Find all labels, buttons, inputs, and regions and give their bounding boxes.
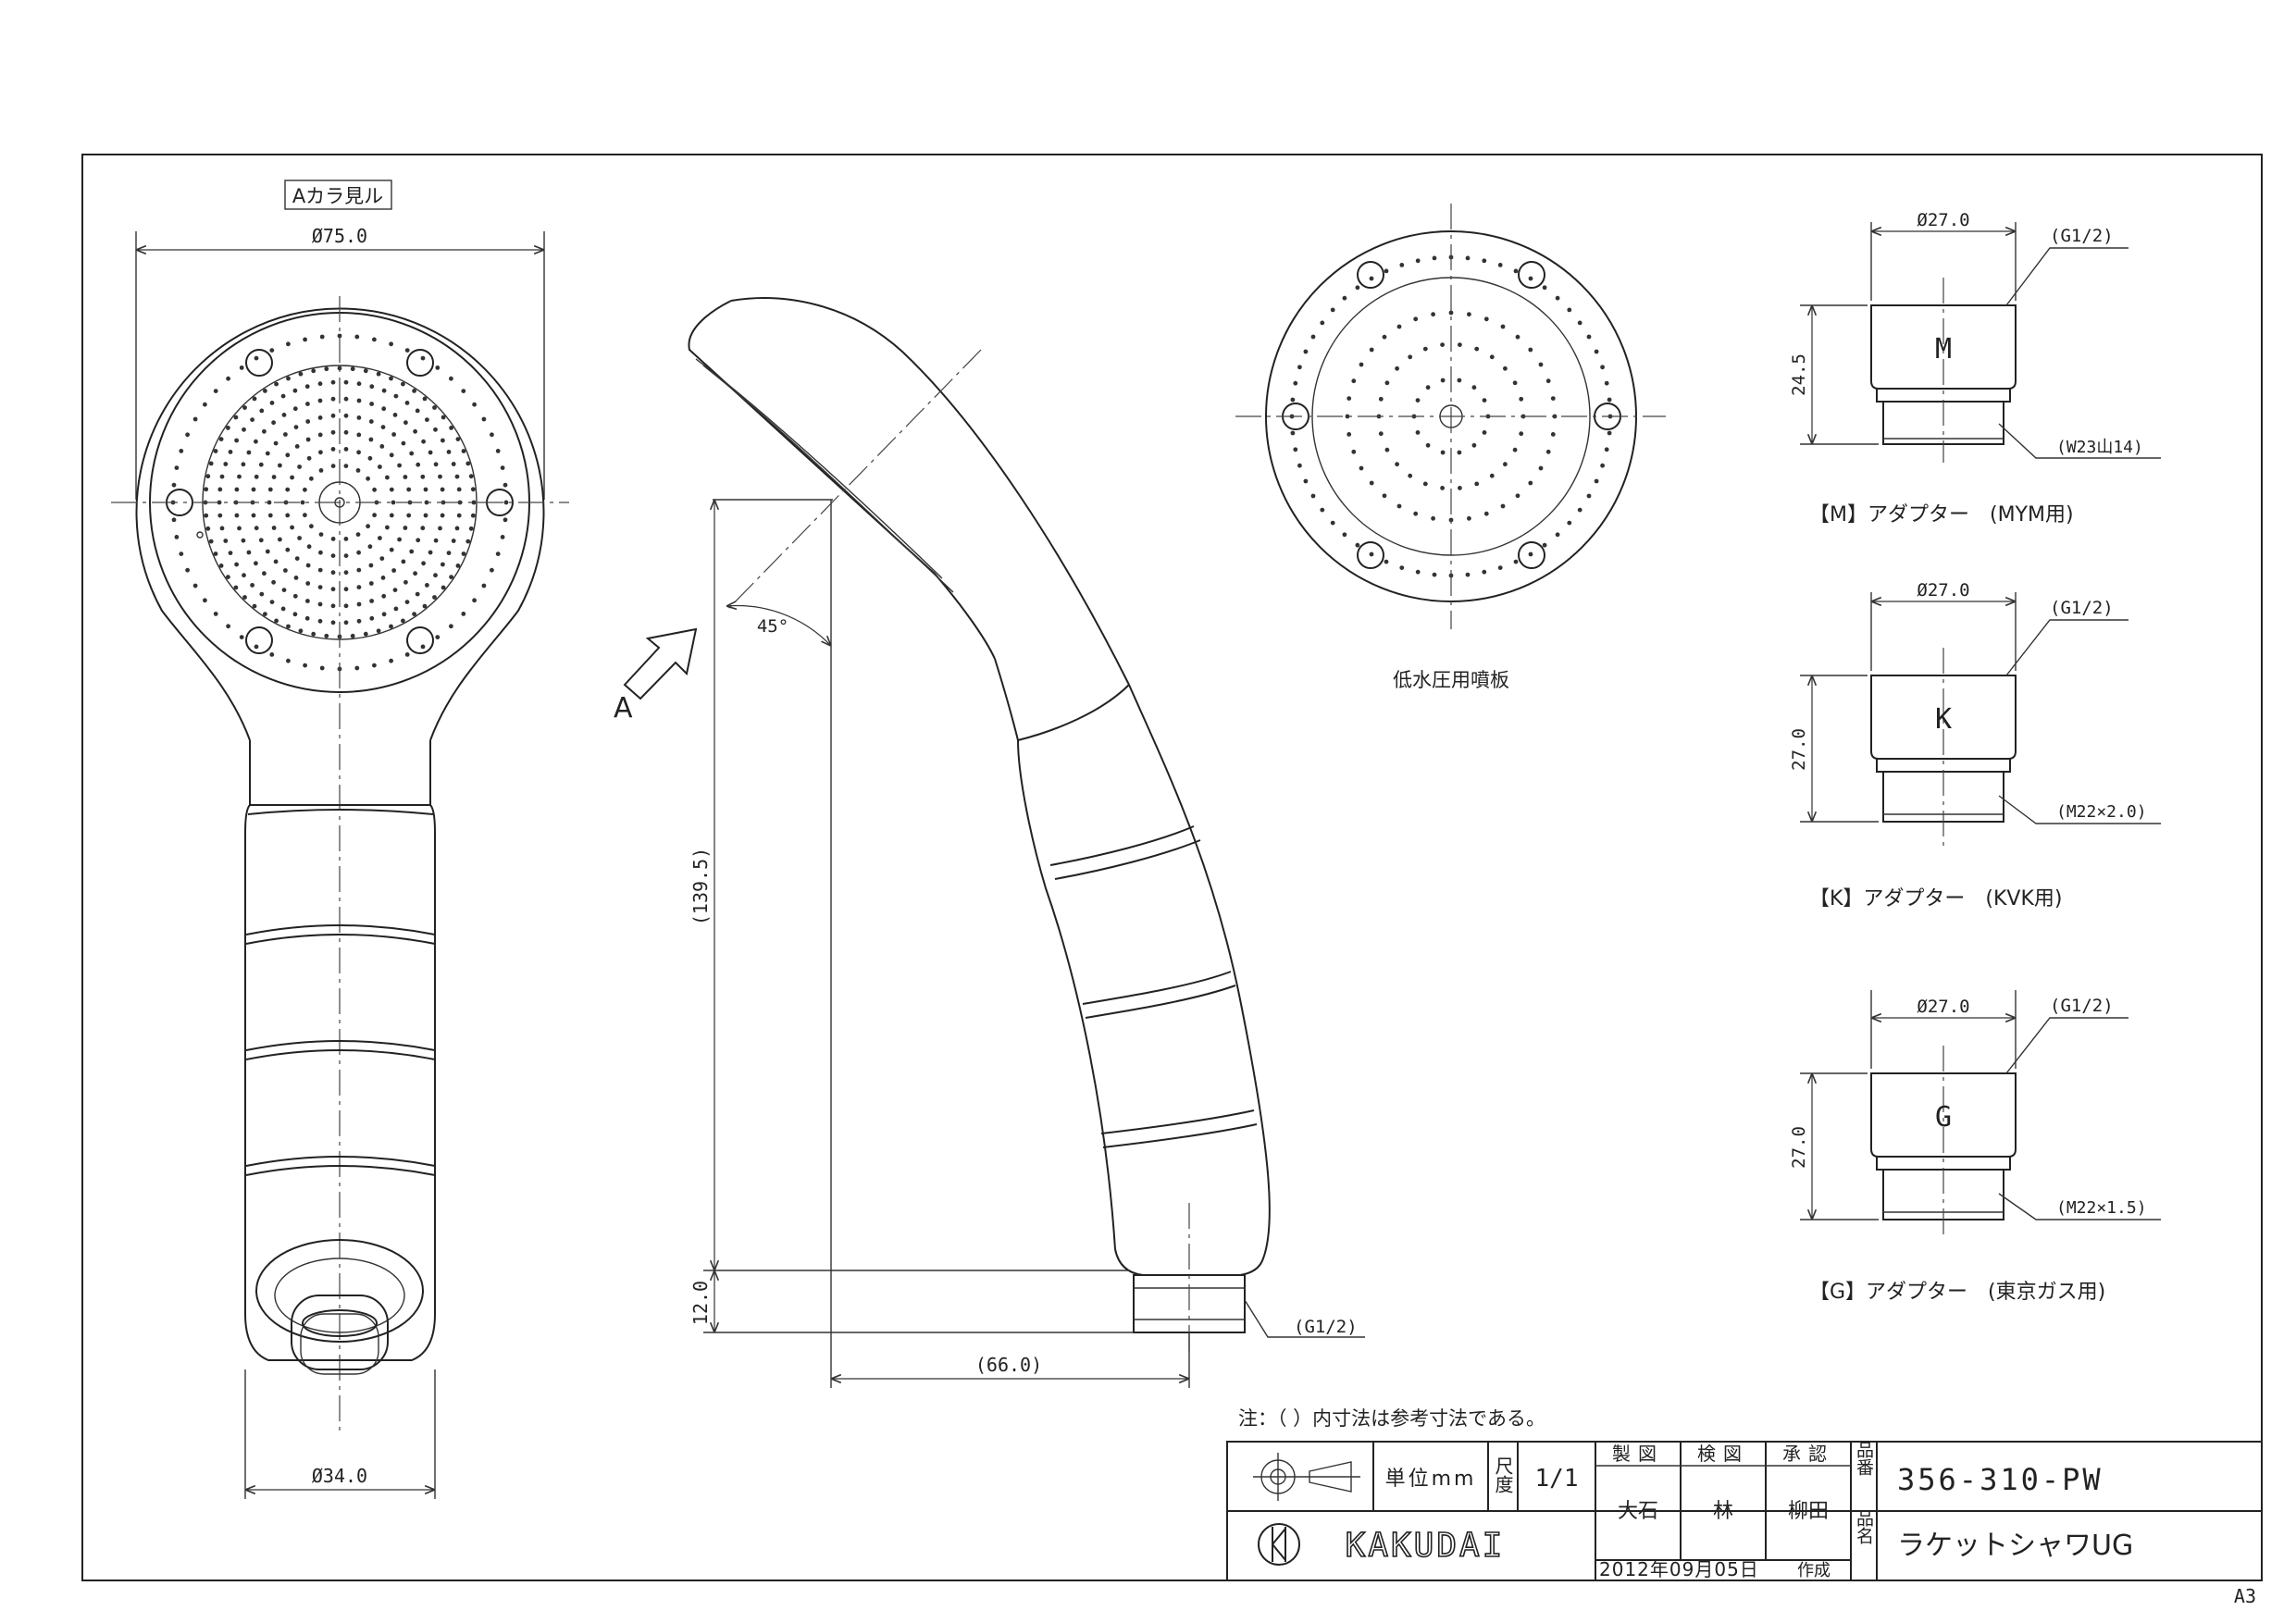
plate-view: 低水圧用噴板 bbox=[1235, 204, 1666, 691]
front-view: Aカラ見ル Ø75.0 bbox=[111, 180, 569, 1499]
kakudai-logo: KAKUDAI bbox=[1258, 1523, 1506, 1566]
part-number-label: 品番 bbox=[1854, 1441, 1874, 1476]
adapter-bottom-thread: (W23山14) bbox=[2056, 438, 2143, 457]
unit-label: 単位mm bbox=[1385, 1468, 1477, 1491]
adapter-diameter: Ø27.0 bbox=[1917, 997, 1969, 1017]
drawn-by: 大石 bbox=[1618, 1500, 1658, 1523]
approved-by: 柳田 bbox=[1788, 1500, 1829, 1523]
adapter-bottom-thread: (M22×2.0) bbox=[2056, 802, 2147, 822]
adapter-diameter: Ø27.0 bbox=[1917, 210, 1969, 230]
scale-label: 尺度 bbox=[1492, 1456, 1514, 1493]
plate-caption: 低水圧用噴板 bbox=[1393, 669, 1509, 691]
product-name-label: 品名 bbox=[1854, 1509, 1874, 1544]
width-dim: Ø75.0 bbox=[312, 225, 367, 247]
projection-symbol-icon bbox=[1253, 1453, 1360, 1501]
drawing-date: 2012年09月05日 bbox=[1599, 1558, 1759, 1580]
grip-dim: Ø34.0 bbox=[312, 1465, 367, 1487]
adapter-diameter: Ø27.0 bbox=[1917, 580, 1969, 601]
adapter-caption: 【M】アダプター (MYM用) bbox=[1809, 503, 2074, 527]
connector-dim: 12.0 bbox=[689, 1281, 712, 1325]
drawing-frame bbox=[81, 154, 2263, 1581]
drawn-label: 製図 bbox=[1612, 1443, 1664, 1465]
company-name: KAKUDAI bbox=[1346, 1527, 1506, 1565]
adapter-k: K Ø27.0 27.0 (G1/2) (M22×2.0) 【K】アダプター (… bbox=[1789, 580, 2161, 911]
adapter-g: G Ø27.0 27.0 (G1/2) (M22×1.5) 【G】アダプター (… bbox=[1789, 990, 2161, 1304]
view-arrow-label: A bbox=[614, 692, 633, 725]
adapter-top-thread: (G1/2) bbox=[2050, 598, 2114, 618]
adapter-caption: 【K】アダプター (KVK用) bbox=[1809, 887, 2063, 911]
reach-dim: (66.0) bbox=[975, 1354, 1042, 1376]
adapter-letter: M bbox=[1935, 333, 1952, 365]
height-dim: (139.5) bbox=[689, 848, 712, 925]
adapter-height: 24.5 bbox=[1789, 353, 1809, 396]
checked-by: 林 bbox=[1713, 1500, 1733, 1523]
adapter-top-thread: (G1/2) bbox=[2050, 226, 2114, 246]
scale-value: 1/1 bbox=[1535, 1465, 1579, 1493]
adapter-height: 27.0 bbox=[1789, 728, 1809, 771]
part-number: 356-310-PW bbox=[1897, 1462, 2104, 1497]
adapter-top-thread: (G1/2) bbox=[2050, 996, 2114, 1016]
checked-label: 検図 bbox=[1697, 1443, 1749, 1465]
angle-dim: 45° bbox=[757, 616, 788, 637]
adapter-bottom-thread: (M22×1.5) bbox=[2056, 1198, 2147, 1218]
adapter-caption: 【G】アダプター (東京ガス用) bbox=[1809, 1281, 2105, 1304]
side-thread: (G1/2) bbox=[1294, 1317, 1358, 1337]
paper-size: A3 bbox=[2234, 1585, 2256, 1607]
product-name: ラケットシャワUG bbox=[1897, 1530, 2133, 1562]
approved-label: 承認 bbox=[1782, 1443, 1834, 1465]
adapter-letter: K bbox=[1935, 703, 1952, 736]
side-view: (139.5) 12.0 (66.0) 45° A (G1/2) bbox=[614, 297, 1365, 1388]
title-block: 単位mm 尺度 1/1 製図 検図 承認 大石 林 柳田 品番 356-310-… bbox=[1226, 1441, 2263, 1581]
adapter-m: M Ø27.0 24.5 (G1/2) (W23山14) 【M】アダプター (M… bbox=[1789, 210, 2161, 527]
dimension-note: 注：（ ）内寸法は参考寸法である。 bbox=[1238, 1407, 1545, 1430]
adapter-letter: G bbox=[1935, 1101, 1952, 1134]
view-label: Aカラ見ル bbox=[292, 185, 383, 207]
created-label: 作成 bbox=[1797, 1561, 1831, 1580]
adapter-height: 27.0 bbox=[1789, 1126, 1809, 1169]
